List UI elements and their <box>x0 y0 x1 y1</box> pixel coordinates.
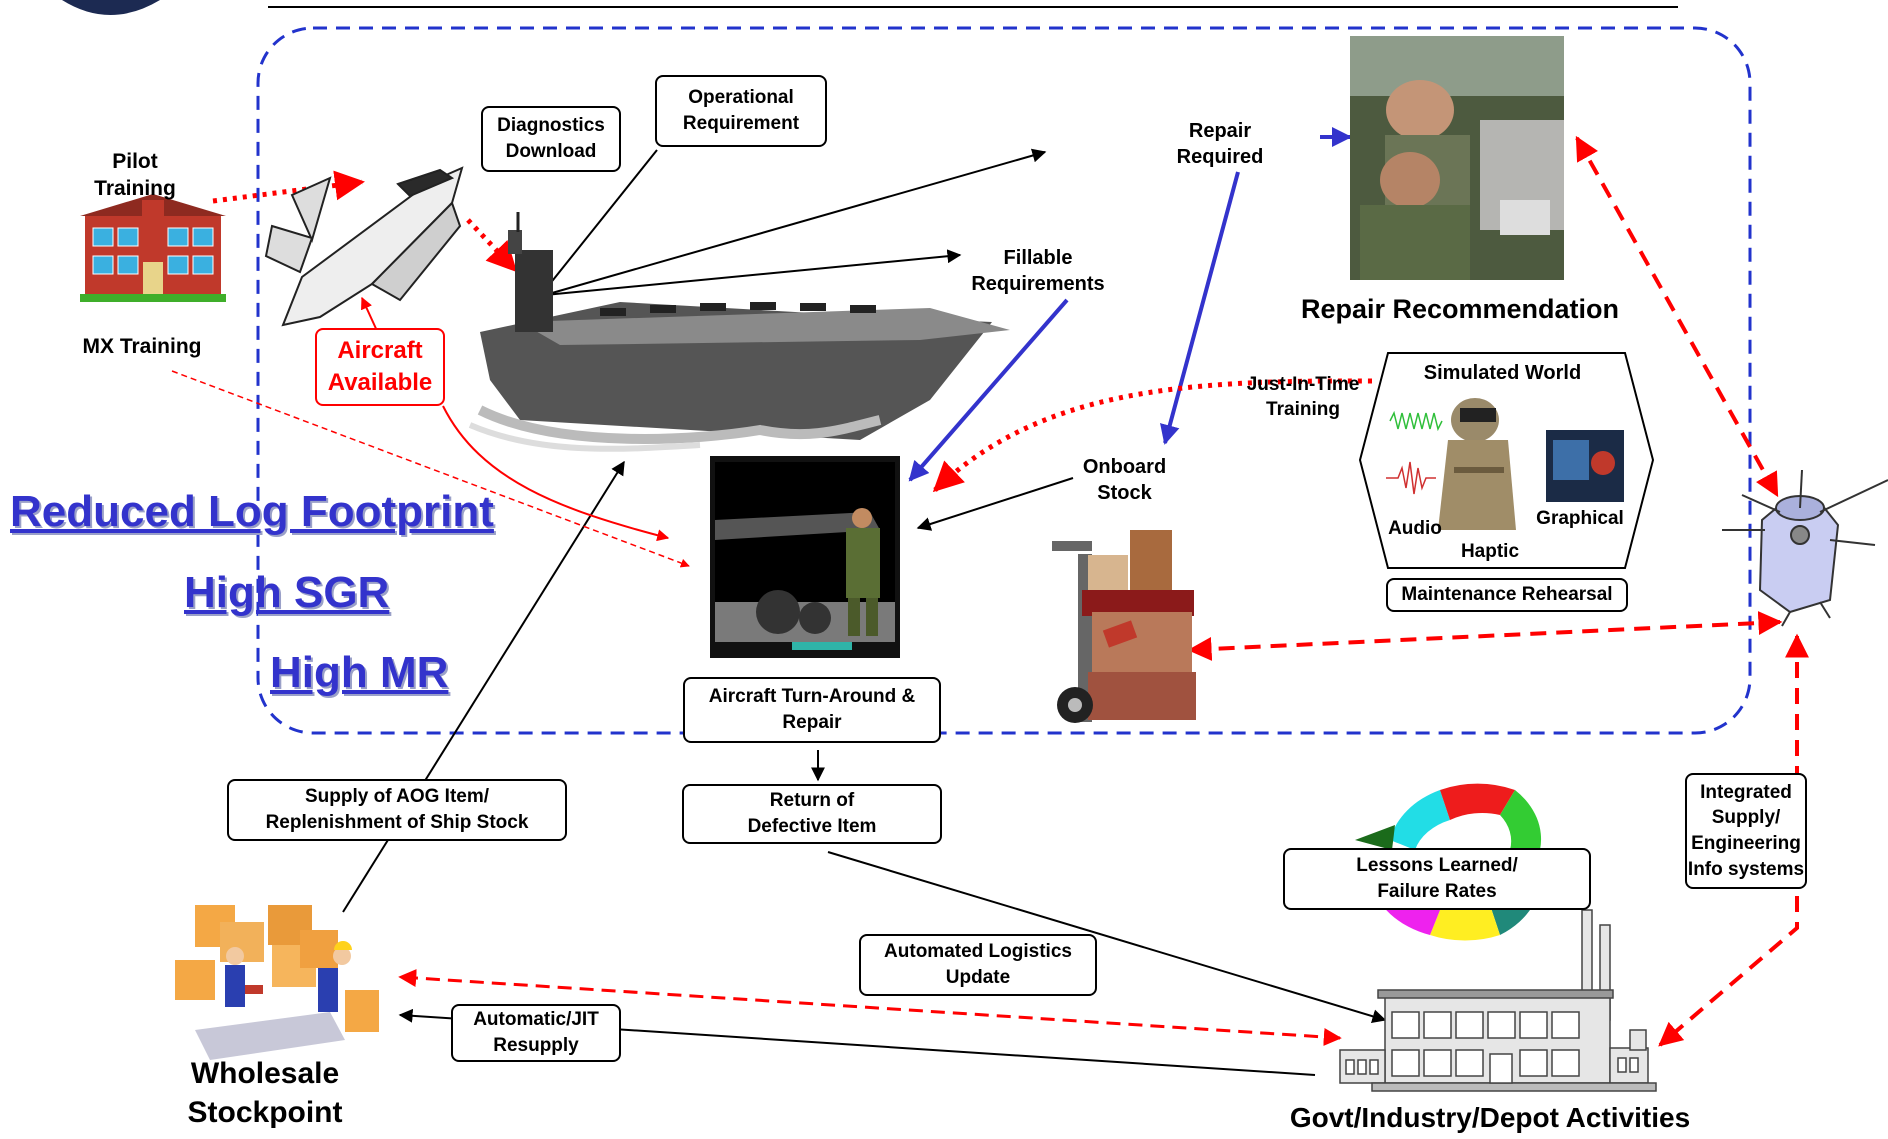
warehouse-workers-icon <box>175 905 379 1060</box>
factory-icon <box>1339 909 1657 1092</box>
govt-industry-depot-label: Govt/Industry/Depot Activities <box>1289 1102 1691 1133</box>
graphical-label: Graphical <box>1536 508 1624 529</box>
audio-wave-icon <box>1386 410 1443 495</box>
fighter-jet-icon <box>264 166 464 327</box>
high-mr-label: High MR <box>270 648 449 697</box>
satellite-icon <box>1722 469 1888 627</box>
repair-recommendation-label: Repair Recommendation <box>1300 294 1620 324</box>
supply-aog-item-box: Supply of AOG Item/Replenishment of Ship… <box>227 779 567 841</box>
school-building-icon <box>80 194 226 302</box>
haptic-label: Haptic <box>1460 541 1520 562</box>
blue-arrows <box>908 127 1352 482</box>
simulated-world-label: Simulated World <box>1423 362 1582 384</box>
operators-photo-icon <box>1350 36 1564 280</box>
ship-boundary <box>256 26 1752 735</box>
aircraft-carrier-icon <box>468 212 1010 452</box>
mechanic-inspecting-aircraft-icon <box>710 456 900 658</box>
hand-truck-boxes-icon <box>1052 530 1196 723</box>
audio-label: Audio <box>1388 518 1442 539</box>
graphical-screen-icon <box>1546 430 1624 502</box>
logo-corner <box>62 0 160 15</box>
reduced-log-footprint-label: Reduced Log Footprint <box>10 487 494 536</box>
high-sgr-label: High SGR <box>184 568 390 617</box>
maintenance-rehearsal-box: Maintenance Rehearsal <box>1386 578 1628 612</box>
lessons-learned-box: Lessons Learned/Failure Rates <box>1283 848 1591 910</box>
vr-soldier-icon <box>1438 398 1516 530</box>
mx-training-label: MX Training <box>82 335 202 358</box>
red-arrows <box>171 135 1809 1047</box>
aircraft-turnaround-box: Aircraft Turn-Around &Repair <box>683 677 941 743</box>
